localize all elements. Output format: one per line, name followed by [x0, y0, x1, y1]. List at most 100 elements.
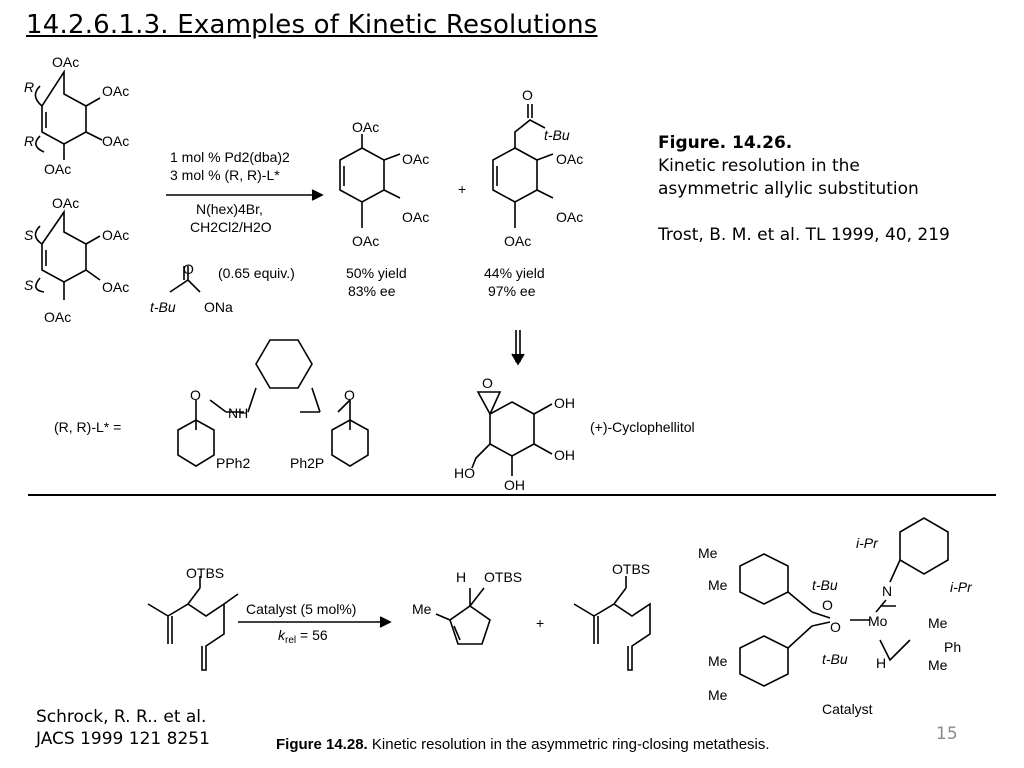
- figure26-caption: Figure. 14.26. Kinetic resolution in the…: [658, 132, 950, 247]
- ligand-phenyl-2: [331, 419, 369, 467]
- catalyst-ph: Ph: [944, 639, 961, 655]
- catalyst-label: Catalyst: [822, 701, 873, 717]
- ligand-cyclohexane: [255, 339, 313, 389]
- product2-oac-2: OAc: [556, 151, 583, 167]
- product1-oac-bottom: OAc: [352, 233, 379, 249]
- s-label-2: S: [24, 277, 34, 293]
- cyclophellitol-oh-3: OH: [504, 477, 525, 493]
- slide-title: 14.2.6.1.3. Examples of Kinetic Resoluti…: [26, 10, 598, 40]
- sm-r-oac-3: OAc: [102, 133, 129, 149]
- cyclopentene-ring: [449, 605, 491, 645]
- catalyst-dipp: [899, 517, 949, 575]
- condition-line-4: CH2Cl2/H2O: [190, 219, 272, 235]
- catalyst-me-1: Me: [698, 545, 718, 561]
- fig28-product-me: Me: [412, 601, 432, 617]
- sm-r-ring: [41, 69, 87, 145]
- ligand-o-2: O: [344, 387, 355, 403]
- product2-oac-3: OAc: [556, 209, 583, 225]
- section-divider: [28, 494, 996, 496]
- reagent-tbu: t-Bu: [150, 299, 176, 315]
- fig28-product-otbs: OTBS: [484, 569, 522, 585]
- figure28-caption-text: Kinetic resolution in the asymmetric rin…: [367, 736, 770, 753]
- plus-sign-1: +: [458, 181, 466, 197]
- product1-ring: [339, 147, 385, 203]
- cyclophellitol-oh-1: OH: [554, 395, 575, 411]
- catalyst-me-5: Me: [928, 615, 948, 631]
- product1-oac-3: OAc: [402, 209, 429, 225]
- sm-s-ring: [41, 209, 87, 283]
- product1-oac-2: OAc: [402, 151, 429, 167]
- sm-s-oac-top: OAc: [52, 195, 79, 211]
- catalyst-aryl-bottom: [739, 635, 789, 687]
- product1-yield: 50% yield: [346, 265, 407, 281]
- figure28-citation: Schrock, R. R.. et al. JACS 1999 121 825…: [36, 706, 210, 750]
- sm-r-oac-2: OAc: [102, 83, 129, 99]
- fig28-product-h: H: [456, 569, 466, 585]
- cyclophellitol-ring: [489, 401, 535, 457]
- catalyst-me-3: Me: [708, 653, 728, 669]
- catalyst-tbu-2: t-Bu: [822, 651, 848, 667]
- figure26-caption-line1: Kinetic resolution in the: [658, 156, 860, 176]
- figure28-caption-bold: Figure 14.28.: [276, 736, 368, 753]
- sm-s-oac-2: OAc: [102, 227, 129, 243]
- plus-sign-2: +: [536, 615, 544, 631]
- catalyst-tbu-1: t-Bu: [812, 577, 838, 593]
- catalyst-n: N: [882, 583, 892, 599]
- fig28-krel: krel = 56: [278, 627, 328, 646]
- product2-tbu: t-Bu: [544, 127, 570, 143]
- ligand-pph2: PPh2: [216, 455, 250, 471]
- cyclophellitol-epoxide-o: O: [482, 375, 493, 391]
- catalyst-h: H: [876, 655, 886, 671]
- figure26-caption-line2: asymmetric allylic substitution: [658, 179, 919, 199]
- catalyst-ipr-2: i-Pr: [950, 579, 973, 595]
- catalyst-mo: Mo: [868, 613, 888, 629]
- condition-line-2: 3 mol % (R, R)-L*: [170, 167, 280, 183]
- ligand-phenyl-1: [177, 419, 215, 467]
- cyclophellitol-name: (+)-Cyclophellitol: [590, 419, 695, 435]
- figure28-citation-line2: JACS 1999 121 8251: [36, 729, 210, 749]
- figure28-caption: Figure 14.28. Kinetic resolution in the …: [276, 736, 770, 753]
- figure26-caption-title: Figure. 14.26.: [658, 133, 793, 153]
- product2-oac-bottom: OAc: [504, 233, 531, 249]
- sm-r-oac-top: OAc: [52, 54, 79, 70]
- ligand-ph2p: Ph2P: [290, 455, 324, 471]
- cyclophellitol-oh-2: OH: [554, 447, 575, 463]
- catalyst-me-6: Me: [928, 657, 948, 673]
- product2-yield: 44% yield: [484, 265, 545, 281]
- sm-r-oac-bottom: OAc: [44, 161, 71, 177]
- fig28-sm-otbs: OTBS: [186, 565, 224, 581]
- ligand-label: (R, R)-L* =: [54, 419, 121, 435]
- sm-s-oac-bottom: OAc: [44, 309, 71, 325]
- catalyst-o-2: O: [830, 619, 841, 635]
- catalyst-me-2: Me: [708, 577, 728, 593]
- fig28-unreacted-otbs: OTBS: [612, 561, 650, 577]
- product2-ester-o: O: [522, 87, 533, 103]
- product1-oac-top: OAc: [352, 119, 379, 135]
- fig28-catalyst-amount: Catalyst (5 mol%): [246, 601, 356, 617]
- s-label-1: S: [24, 227, 34, 243]
- catalyst-aryl-top: [739, 553, 789, 605]
- catalyst-me-4: Me: [708, 687, 728, 703]
- product1-ee: 83% ee: [348, 283, 396, 299]
- condition-line-1: 1 mol % Pd2(dba)2: [170, 149, 290, 165]
- figure26-citation: Trost, B. M. et al. TL 1999, 40, 219: [658, 225, 950, 245]
- scheme-labels: OAc OAc OAc OAc R R OAc OAc OAc OAc S S …: [24, 54, 973, 717]
- product2-ring: [492, 147, 538, 203]
- sm-s-oac-3: OAc: [102, 279, 129, 295]
- product2-ee: 97% ee: [488, 283, 536, 299]
- scheme-bonds: [34, 69, 949, 687]
- reagent-amount: (0.65 equiv.): [218, 265, 295, 281]
- catalyst-o-1: O: [822, 597, 833, 613]
- figure28-citation-line1: Schrock, R. R.. et al.: [36, 707, 207, 727]
- reagent-o: O: [183, 261, 194, 277]
- reagent-ona: ONa: [204, 299, 233, 315]
- condition-line-3: N(hex)4Br,: [196, 201, 263, 217]
- cyclophellitol-ho: HO: [454, 465, 475, 481]
- ligand-nh: NH: [228, 405, 248, 421]
- ligand-o-1: O: [190, 387, 201, 403]
- catalyst-ipr-1: i-Pr: [856, 535, 879, 551]
- page-number: 15: [936, 724, 958, 744]
- r-label-2: R: [24, 133, 34, 149]
- r-label-1: R: [24, 79, 34, 95]
